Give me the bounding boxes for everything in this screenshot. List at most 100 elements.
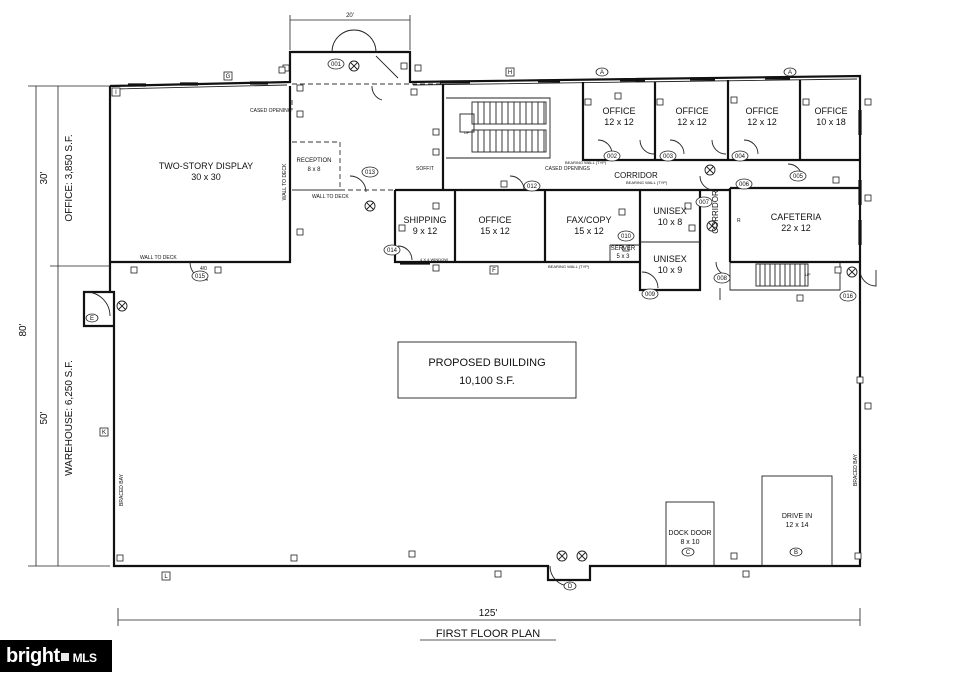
shipping-size: 9 x 12	[413, 226, 438, 236]
element-tag: L	[161, 571, 171, 581]
element-tag: H	[505, 67, 515, 77]
exit-light-icon	[556, 550, 568, 562]
structural-marker	[432, 128, 440, 136]
element-tag: C	[681, 547, 695, 557]
proposed-building-title: PROPOSED BUILDING	[428, 357, 545, 369]
wall-to-deck-label-2: WALL TO DECK	[282, 163, 288, 200]
structural-marker	[796, 294, 804, 302]
door-tag-label: 013	[365, 170, 376, 176]
door-tag: 005	[789, 170, 807, 182]
display-room-size: 30 x 30	[191, 172, 221, 182]
exit-light-icon	[576, 550, 588, 562]
door-tag: 010	[617, 230, 635, 242]
door-tag-label: 003	[663, 154, 674, 160]
reception-name: RECEPTION	[296, 158, 331, 164]
logo-dot-icon	[60, 652, 69, 661]
footer-title: FIRST FLOOR PLAN	[436, 628, 540, 640]
dock-door-box	[665, 501, 715, 567]
unisex1-name: UNISEX	[653, 206, 687, 216]
structural-marker	[802, 98, 810, 106]
door-tag: 016	[839, 290, 857, 302]
door-tag: 015	[191, 270, 209, 282]
element-tag-label: B	[794, 550, 798, 556]
door-tag: 003	[659, 150, 677, 162]
braced-bay-right: BRACED BAY	[853, 453, 859, 486]
office2-name: OFFICE	[676, 106, 709, 116]
soffit-label: SOFFIT	[416, 166, 434, 172]
structural-marker	[290, 554, 298, 562]
office3-name: OFFICE	[746, 106, 779, 116]
upper-stair	[459, 101, 547, 153]
overall-height-dimension: 80'	[18, 323, 29, 336]
structural-marker	[432, 264, 440, 272]
door-tag-label: 015	[195, 274, 206, 280]
element-tag: B	[789, 547, 803, 557]
exit-light-icon	[116, 300, 128, 312]
stair-up-label-1: UP	[464, 130, 470, 135]
office5-name: OFFICE	[479, 215, 512, 225]
structural-marker	[864, 402, 872, 410]
structural-marker	[500, 180, 508, 188]
structural-marker	[622, 244, 630, 252]
structural-marker	[278, 66, 286, 74]
door-tag-label: 012	[527, 184, 538, 190]
element-tag: I	[111, 87, 121, 97]
drive-in-size: 12 x 14	[786, 522, 809, 529]
drive-in-box	[761, 475, 833, 567]
door-tag: 007	[695, 196, 713, 208]
overall-width-dimension: 125'	[479, 608, 498, 619]
element-tag: G	[223, 71, 233, 81]
structural-marker	[742, 570, 750, 578]
structural-marker	[656, 98, 664, 106]
structural-marker	[214, 266, 222, 274]
structural-marker	[618, 208, 626, 216]
office1-size: 12 x 12	[604, 117, 634, 127]
element-tag-label: A	[600, 70, 604, 76]
structural-marker	[410, 88, 418, 96]
structural-marker	[864, 98, 872, 106]
element-tag-label: H	[508, 70, 512, 76]
dimension-lines	[28, 15, 861, 641]
unisex2-name: UNISEX	[653, 254, 687, 264]
structural-marker	[296, 110, 304, 118]
office1-name: OFFICE	[603, 106, 636, 116]
wall-to-deck-label-3: WALL TO DECK	[140, 255, 177, 261]
structural-marker	[834, 266, 842, 274]
door-tag-label: 014	[387, 248, 398, 254]
corridor-vertical: CORRIDOR	[711, 190, 720, 234]
element-tag-label: L	[164, 574, 168, 580]
door-tag-label: 006	[739, 182, 750, 188]
element-tag: D	[563, 581, 577, 591]
fax-copy-name: FAX/COPY	[566, 215, 611, 225]
door-tag-label: 002	[607, 154, 618, 160]
element-tag-label: G	[226, 74, 231, 80]
cafeteria-name: CAFETERIA	[771, 212, 822, 222]
exit-light-icon	[704, 164, 716, 176]
element-tag: A	[783, 67, 797, 77]
door-tag-label: 005	[793, 174, 804, 180]
office-depth-dimension: 30'	[39, 171, 50, 184]
exit-light-icon	[706, 220, 718, 232]
door-tag-label: 010	[621, 234, 632, 240]
bearing-wall-label-1: BEARING WALL (TYP)	[565, 160, 607, 165]
drive-in-name: DRIVE IN	[782, 513, 812, 520]
office3-size: 12 x 12	[747, 117, 777, 127]
exit-light-icon	[364, 200, 376, 212]
dock-door-name: DOCK DOOR	[668, 530, 711, 537]
structural-marker	[400, 62, 408, 70]
dock-door-size: 8 x 10	[680, 539, 699, 546]
door-tag-label: 001	[331, 62, 342, 68]
door-tag-label: 004	[735, 154, 746, 160]
office4-size: 10 x 18	[816, 117, 846, 127]
wall-to-deck-label-1: WALL TO DECK	[312, 194, 349, 200]
window-label: 4 X 4 WINDOW	[420, 257, 448, 262]
stair-up-label-2: UP	[805, 272, 811, 277]
corridor-horizontal: CORRIDOR	[614, 171, 658, 180]
element-tag-label: I	[115, 90, 117, 96]
structural-marker	[688, 224, 696, 232]
structural-marker	[730, 552, 738, 560]
proposed-building-area: 10,100 S.F.	[459, 375, 515, 387]
element-tag-label: E	[90, 316, 94, 322]
interior-walls	[110, 80, 860, 300]
